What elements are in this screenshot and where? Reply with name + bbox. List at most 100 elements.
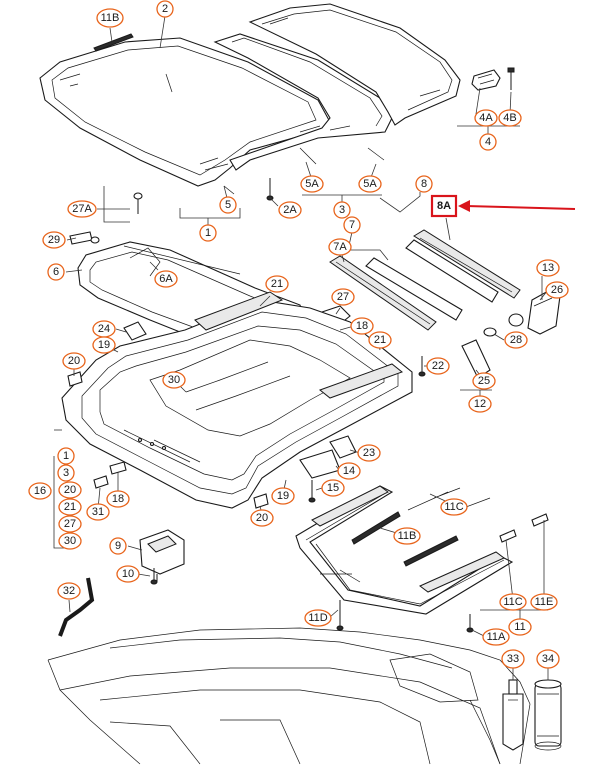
screw-15 bbox=[308, 480, 316, 503]
callout-4b: 4B bbox=[498, 109, 522, 127]
svg-text:2: 2 bbox=[162, 3, 168, 15]
svg-text:19: 19 bbox=[98, 339, 110, 351]
callout-11: 11 bbox=[508, 618, 532, 636]
svg-text:23: 23 bbox=[363, 447, 375, 459]
svg-text:15: 15 bbox=[327, 482, 339, 494]
callout-22: 22 bbox=[426, 357, 450, 375]
svg-text:34: 34 bbox=[542, 653, 554, 665]
callout-11d: 11D bbox=[304, 609, 332, 627]
guide-rail-assembly-11 bbox=[295, 485, 514, 615]
svg-text:18: 18 bbox=[356, 320, 368, 332]
group-list-16: 1 3 20 21 27 30 16 bbox=[28, 447, 82, 550]
glass-panel-front bbox=[39, 37, 331, 187]
svg-text:2A: 2A bbox=[283, 204, 297, 216]
svg-text:19: 19 bbox=[277, 490, 289, 502]
guide-rail-7 bbox=[329, 255, 437, 331]
callout-7a: 7A bbox=[328, 238, 352, 256]
svg-text:5A: 5A bbox=[363, 178, 377, 190]
callout-23: 23 bbox=[357, 444, 381, 462]
callout-10: 10 bbox=[116, 565, 140, 583]
svg-text:20: 20 bbox=[68, 355, 80, 367]
cable-11c-right bbox=[457, 497, 549, 543]
screw-22 bbox=[418, 356, 426, 377]
svg-text:29: 29 bbox=[48, 234, 60, 246]
callout-27a: 27A bbox=[67, 200, 97, 218]
callout-1-top: 1 bbox=[199, 224, 217, 242]
sunroof-frame bbox=[61, 291, 413, 509]
washer-28 bbox=[483, 313, 524, 337]
svg-text:21: 21 bbox=[64, 501, 76, 513]
callout-29: 29 bbox=[42, 231, 66, 249]
screw-4b bbox=[507, 67, 515, 90]
svg-text:11E: 11E bbox=[535, 596, 554, 608]
svg-text:9: 9 bbox=[115, 540, 121, 552]
svg-text:3: 3 bbox=[63, 467, 69, 479]
svg-text:1: 1 bbox=[205, 227, 211, 239]
callout-26: 26 bbox=[545, 281, 569, 299]
callout-2a: 2A bbox=[278, 201, 302, 219]
drain-hose-32 bbox=[58, 577, 95, 637]
callout-4: 4 bbox=[479, 133, 497, 151]
svg-text:11: 11 bbox=[514, 621, 525, 633]
svg-text:28: 28 bbox=[510, 334, 522, 346]
callout-5a-left: 5A bbox=[300, 175, 324, 193]
pad-18 bbox=[109, 461, 127, 475]
svg-text:6: 6 bbox=[53, 266, 59, 278]
callout-33: 33 bbox=[501, 649, 525, 669]
group-item-1: 1 bbox=[57, 447, 75, 465]
svg-text:5: 5 bbox=[225, 199, 231, 211]
group-item-21: 21 bbox=[58, 498, 82, 516]
glass-panel-middle bbox=[213, 33, 393, 171]
svg-text:4: 4 bbox=[485, 136, 491, 148]
callout-28: 28 bbox=[504, 331, 528, 349]
callout-4a: 4A bbox=[474, 109, 498, 127]
svg-text:27: 27 bbox=[64, 518, 76, 530]
callout-12: 12 bbox=[468, 395, 492, 413]
svg-text:33: 33 bbox=[507, 653, 519, 665]
group-item-3: 3 bbox=[57, 464, 75, 482]
callout-24: 24 bbox=[92, 320, 116, 338]
callout-19-b: 19 bbox=[271, 487, 295, 505]
spray-can-34 bbox=[534, 679, 562, 751]
svg-text:11B: 11B bbox=[101, 12, 120, 24]
svg-text:12: 12 bbox=[474, 398, 486, 410]
screw-10 bbox=[150, 568, 158, 585]
motor-9 bbox=[139, 529, 185, 582]
svg-text:26: 26 bbox=[551, 284, 563, 296]
callout-11a: 11A bbox=[482, 628, 510, 646]
glass-panel-rear bbox=[248, 3, 461, 126]
svg-text:11C: 11C bbox=[444, 501, 463, 513]
callout-8a-highlighted: 8A bbox=[430, 194, 458, 218]
screw-11a bbox=[466, 614, 474, 633]
svg-text:11C: 11C bbox=[503, 596, 522, 608]
car-body-outline bbox=[47, 627, 531, 765]
plug-29 bbox=[69, 231, 100, 245]
svg-text:20: 20 bbox=[64, 484, 76, 496]
pad-31 bbox=[93, 475, 109, 489]
callout-27: 27 bbox=[331, 288, 355, 306]
svg-text:27: 27 bbox=[337, 291, 349, 303]
callout-21-b: 21 bbox=[368, 331, 392, 349]
svg-text:13: 13 bbox=[542, 262, 554, 274]
svg-text:14: 14 bbox=[343, 465, 355, 477]
svg-text:30: 30 bbox=[168, 374, 180, 386]
svg-text:24: 24 bbox=[98, 323, 110, 335]
svg-text:10: 10 bbox=[122, 568, 134, 580]
svg-text:8A: 8A bbox=[437, 200, 451, 212]
callout-2: 2 bbox=[156, 0, 174, 18]
callout-5: 5 bbox=[219, 196, 237, 214]
callout-6a: 6A bbox=[154, 270, 178, 288]
callout-11c-b: 11C bbox=[499, 593, 527, 611]
callout-13: 13 bbox=[536, 259, 560, 277]
svg-text:21: 21 bbox=[374, 334, 386, 346]
clip-24 bbox=[123, 321, 147, 341]
group-item-27: 27 bbox=[58, 515, 82, 533]
bolt-27a bbox=[133, 192, 143, 214]
sunshade-roller-8 bbox=[365, 229, 521, 321]
group-item-20: 20 bbox=[58, 481, 82, 499]
callout-18-a: 18 bbox=[350, 317, 374, 335]
svg-text:11D: 11D bbox=[308, 612, 327, 624]
svg-text:4B: 4B bbox=[503, 112, 516, 124]
svg-text:32: 32 bbox=[63, 585, 75, 597]
